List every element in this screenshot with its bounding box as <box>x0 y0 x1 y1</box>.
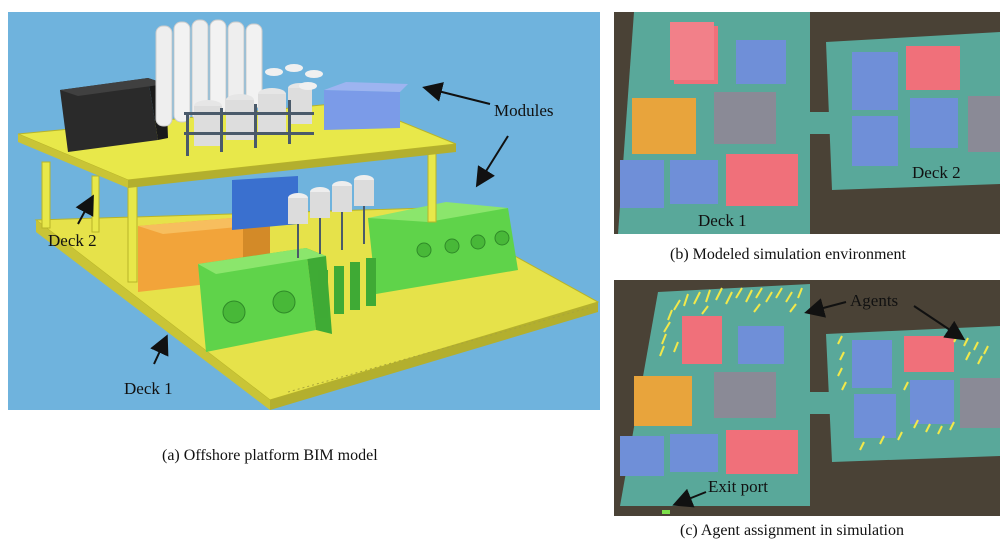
deck-1-label-b: Deck 1 <box>698 211 747 230</box>
blue-module-lower <box>232 176 298 230</box>
simulation-environment-panel: Deck 1 Deck 2 <box>614 12 1000 234</box>
bim-model-panel: Modules Deck 2 Deck 1 <box>8 12 600 410</box>
agents-annotation: Agents <box>804 291 966 341</box>
bim-model-illustration: Modules Deck 2 Deck 1 <box>8 12 600 410</box>
deck-connector <box>808 112 830 134</box>
deck-2-label: Deck 2 <box>48 231 97 250</box>
exit-port-annotation: Exit port <box>672 477 768 508</box>
green-pipe-rack <box>318 258 376 318</box>
modules-annotation: Modules <box>422 82 554 188</box>
agent-assignment-illustration: Agents Exit port <box>614 280 1000 516</box>
agents-cluster <box>659 287 989 451</box>
agents-label: Agents <box>850 291 898 310</box>
caption-c: (c) Agent assignment in simulation <box>680 522 904 539</box>
deck-1-annotation: Deck 1 <box>124 334 173 398</box>
deck-2-annotation: Deck 2 <box>48 194 97 250</box>
caption-b: (b) Modeled simulation environment <box>670 246 906 263</box>
lower-tanks <box>288 175 374 258</box>
upper-tanks <box>155 19 323 156</box>
exit-port-marker <box>662 510 670 514</box>
simulation-environment-illustration: Deck 1 Deck 2 <box>614 12 1000 234</box>
exit-port-label: Exit port <box>708 477 768 496</box>
agent-assignment-panel: Agents Exit port <box>614 280 1000 516</box>
lavender-module <box>324 82 408 130</box>
deck-2-label-b: Deck 2 <box>912 163 961 182</box>
modules-label: Modules <box>494 101 554 120</box>
deck-1-label: Deck 1 <box>124 379 173 398</box>
green-module-right <box>368 202 518 294</box>
caption-a: (a) Offshore platform BIM model <box>162 447 378 464</box>
